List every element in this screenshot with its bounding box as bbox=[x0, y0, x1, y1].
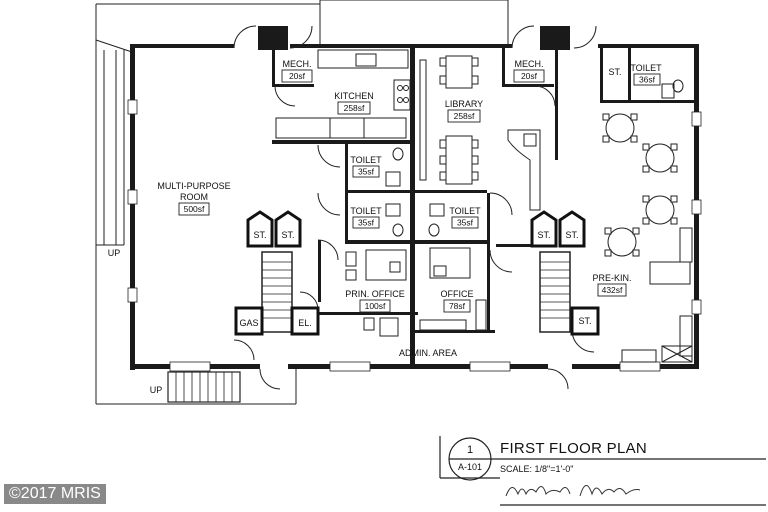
up-label-bottom: UP bbox=[150, 385, 163, 395]
st-5-label: ST. bbox=[578, 316, 591, 326]
stairs-left bbox=[261, 251, 293, 333]
kitchen-area: 258sf bbox=[344, 103, 365, 113]
library-label: LIBRARY bbox=[445, 99, 483, 109]
mech-right-area: 20sf bbox=[521, 71, 538, 81]
office-furniture bbox=[345, 247, 487, 337]
toilet-left-area: 35sf bbox=[358, 218, 375, 228]
signature bbox=[505, 485, 641, 497]
st-top-right-label: ST. bbox=[608, 67, 621, 77]
admin-area-label: ADMIN. AREA bbox=[399, 348, 457, 358]
mech-right-label: MECH. bbox=[515, 59, 544, 69]
st-1-label: ST. bbox=[253, 230, 266, 240]
stairs-exterior bbox=[167, 371, 241, 403]
multipurpose-label-1: MULTI-PURPOSE bbox=[157, 181, 230, 191]
office-area: 78sf bbox=[449, 301, 466, 311]
multipurpose-label-2: ROOM bbox=[180, 192, 208, 202]
st-3-label: ST. bbox=[537, 230, 550, 240]
prin-office-label: PRIN. OFFICE bbox=[345, 289, 405, 299]
st-2-label: ST. bbox=[281, 230, 294, 240]
gas-label: GAS bbox=[239, 318, 258, 328]
drawing-title: FIRST FLOOR PLAN bbox=[500, 440, 648, 457]
library-furniture bbox=[419, 55, 541, 211]
prekin-furniture bbox=[602, 113, 693, 363]
up-label-left: UP bbox=[108, 248, 121, 258]
toilet-right-area: 35sf bbox=[457, 218, 474, 228]
toilet-right-label: TOILET bbox=[449, 206, 481, 216]
office-label: OFFICE bbox=[441, 289, 474, 299]
el-label: EL. bbox=[298, 318, 312, 328]
mech-left-label: MECH. bbox=[283, 59, 312, 69]
toilet-upper-label: TOILET bbox=[350, 155, 382, 165]
mech-left-area: 20sf bbox=[289, 71, 306, 81]
front-porch bbox=[319, 0, 509, 47]
toilet-top-right-area: 36sf bbox=[639, 75, 656, 85]
drawing-number: 1 bbox=[466, 444, 474, 456]
library-area: 258sf bbox=[454, 111, 475, 121]
windows bbox=[127, 99, 702, 372]
kitchen-fixtures bbox=[275, 49, 411, 139]
prekin-label: PRE-KIN. bbox=[592, 273, 631, 283]
kitchen-label: KITCHEN bbox=[334, 91, 374, 101]
copyright-watermark: ©2017 MRIS bbox=[4, 484, 106, 504]
toilet-left-label: TOILET bbox=[350, 206, 382, 216]
multipurpose-area: 500sf bbox=[184, 204, 205, 214]
title-block-lines bbox=[439, 436, 766, 506]
toilet-top-right-label: TOILET bbox=[630, 63, 662, 73]
interior-walls bbox=[272, 44, 694, 364]
prekin-area: 432sf bbox=[602, 285, 623, 295]
st-4-label: ST. bbox=[565, 230, 578, 240]
sheet-number: A-101 bbox=[457, 462, 483, 472]
toilet-fixtures bbox=[385, 79, 684, 237]
storage-closets bbox=[234, 210, 600, 336]
drawing-scale: SCALE: 1/8"=1'-0" bbox=[500, 464, 574, 474]
site-lines bbox=[95, 3, 320, 405]
prin-office-area: 100sf bbox=[365, 301, 386, 311]
toilet-upper-area: 35sf bbox=[358, 167, 375, 177]
stairs-right bbox=[539, 251, 571, 333]
